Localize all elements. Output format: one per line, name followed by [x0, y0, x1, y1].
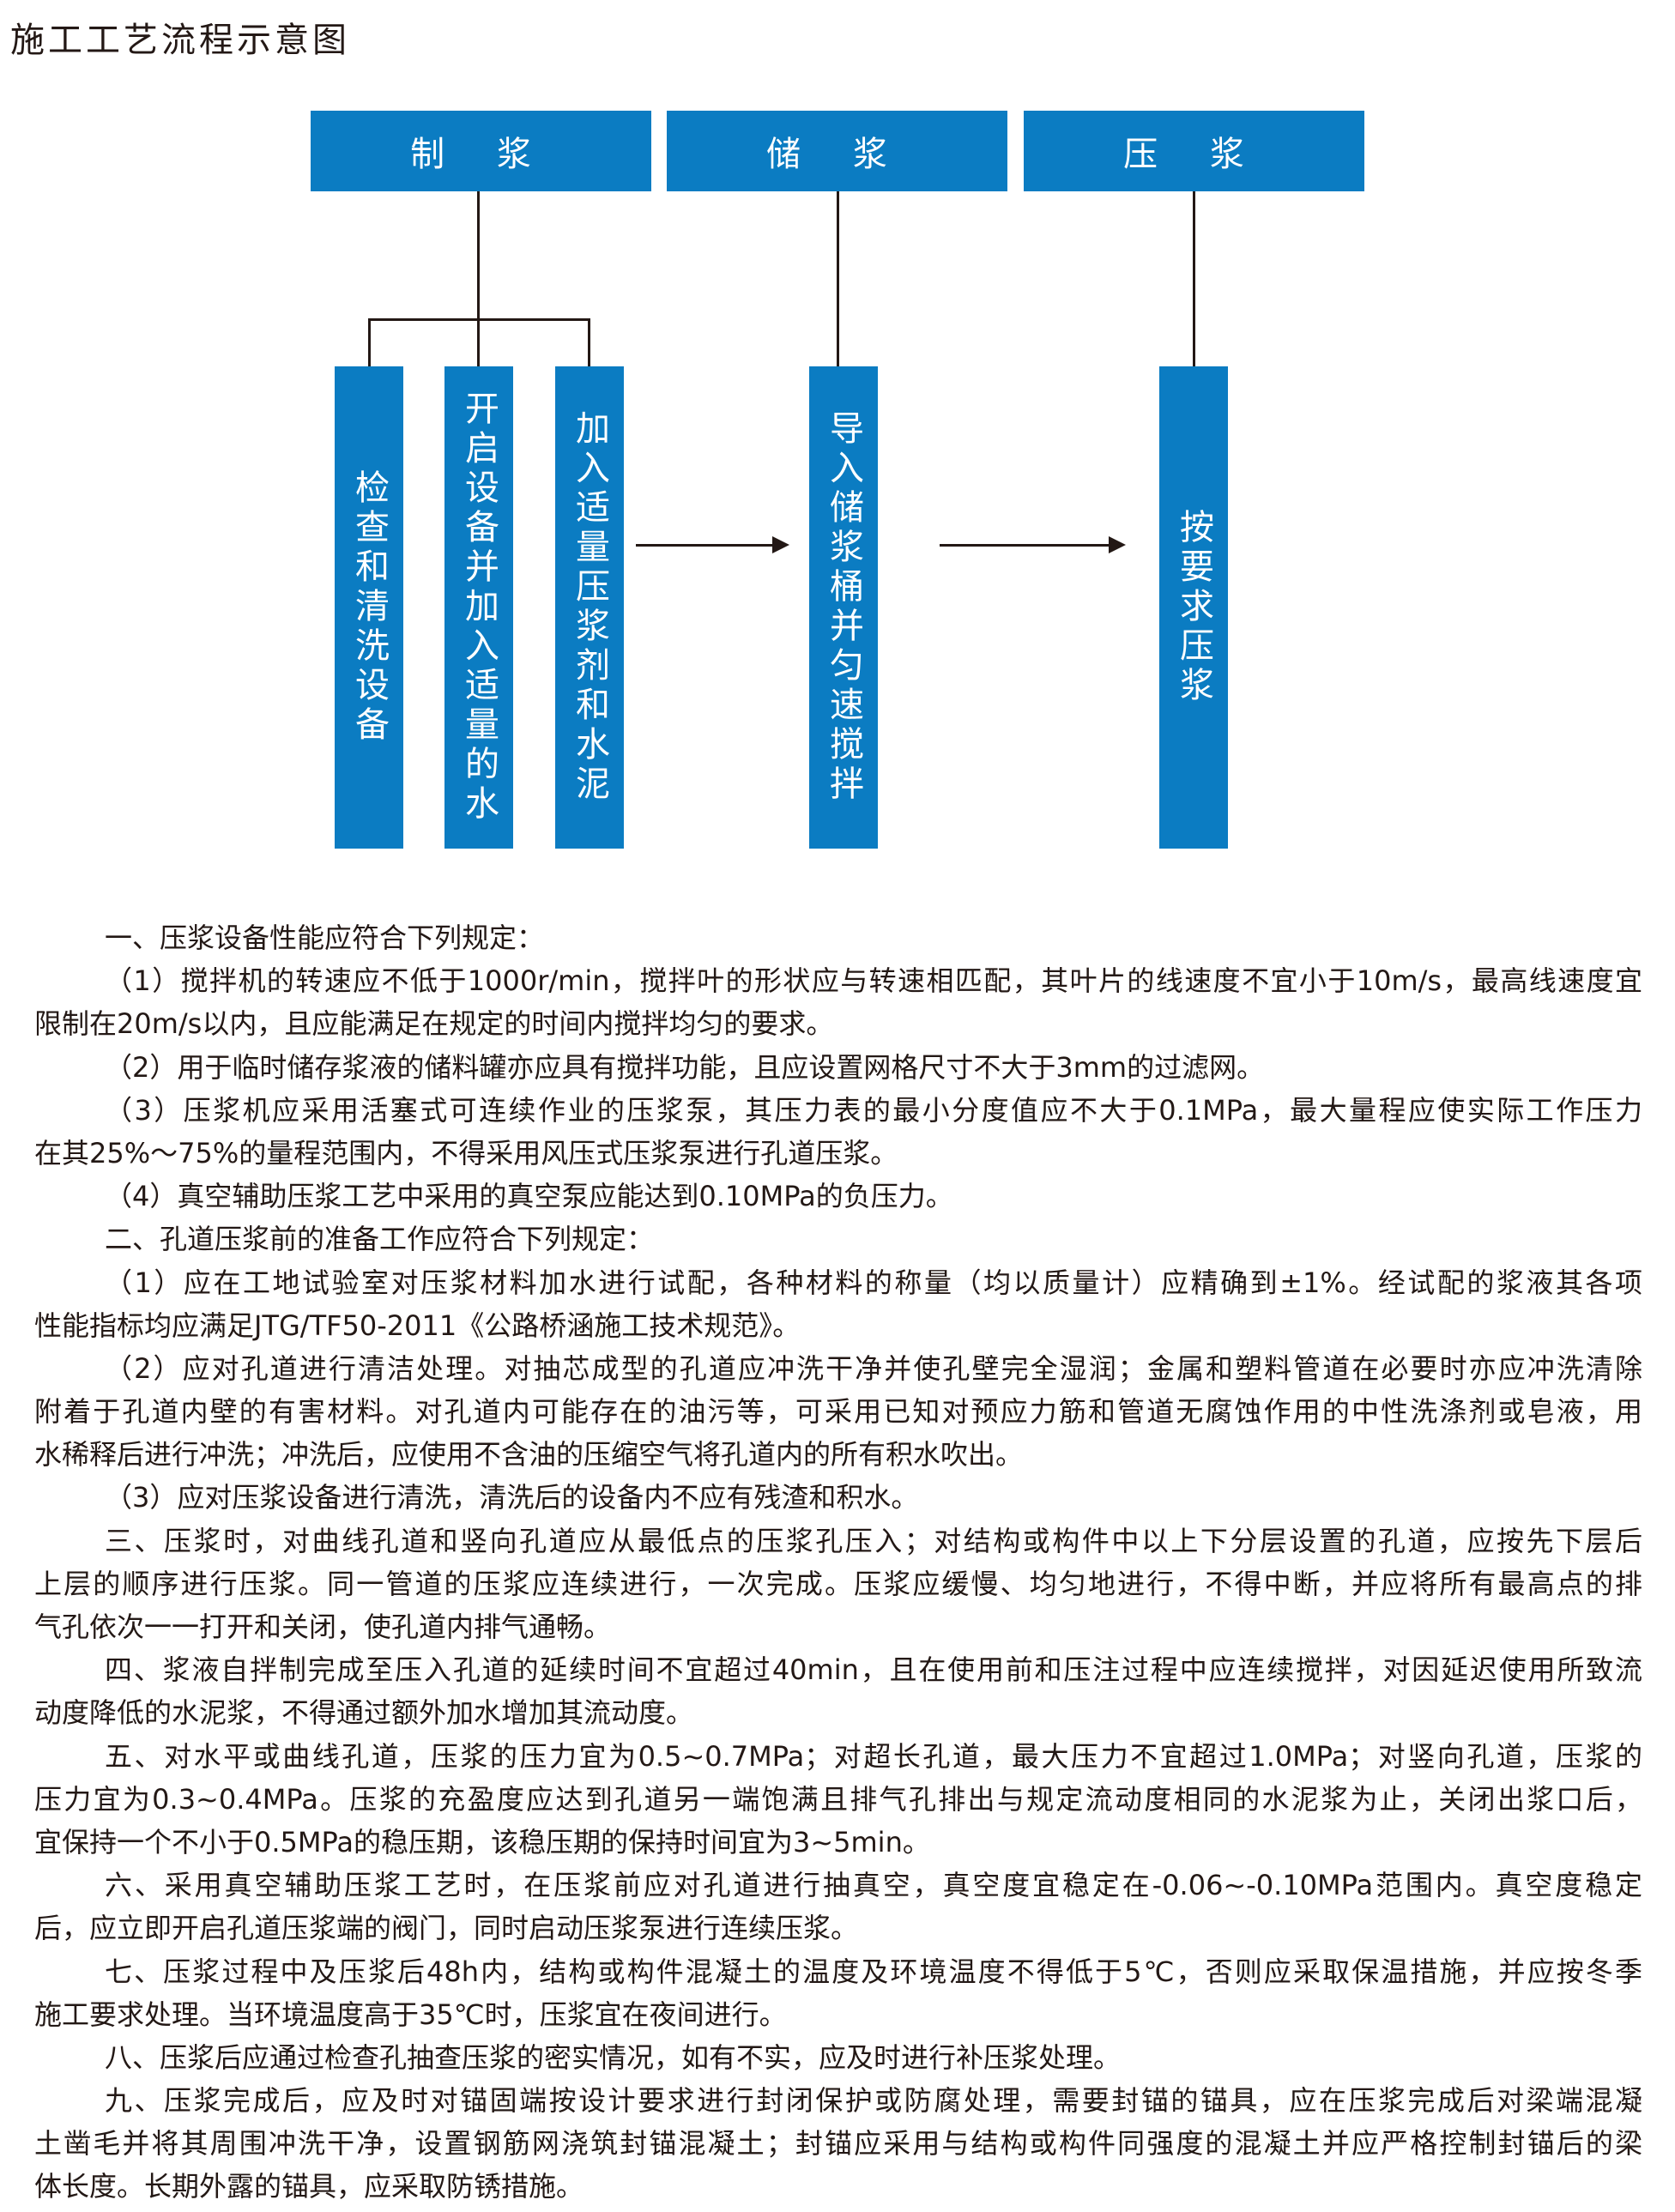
paragraph-line: 施工要求处理。当环境温度高于35℃时，压浆宜在夜间进行。	[34, 1997, 787, 2031]
paragraph-line: 压力宜为0.3~0.4MPa。压浆的充盈度应达到孔道另一端饱满且排气孔排出与规定…	[34, 1782, 1642, 1816]
paragraph-line: 八、压浆后应通过检查孔抽查压浆的密实情况，如有不实，应及时进行补压浆处理。	[105, 2040, 1122, 2074]
paragraph-line: （2）应对孔道进行清洁处理。对抽芯成型的孔道应冲洗干净并使孔壁完全湿润；金属和塑…	[105, 1351, 1642, 1385]
step-box: 加入适量压浆剂和水泥	[555, 366, 624, 849]
paragraph-line: 三、压浆时，对曲线孔道和竖向孔道应从最低点的压浆孔压入；对结构或构件中以上下分层…	[105, 1524, 1642, 1557]
page-title: 施工工艺流程示意图	[10, 21, 350, 60]
step-label: 导入储浆桶并匀速搅拌	[824, 410, 863, 805]
connector-line	[588, 318, 590, 366]
paragraph-line: 一、压浆设备性能应符合下列规定：	[105, 922, 545, 954]
paragraph-line: 五、对水平或曲线孔道，压浆的压力宜为0.5~0.7MPa；对超长孔道，最大压力不…	[105, 1739, 1642, 1773]
step-box: 按要求压浆	[1159, 366, 1228, 849]
step-box: 检查和清洗设备	[335, 366, 403, 849]
paragraph-line: 土凿毛并将其周围冲洗干净，设置钢筋网浇筑封锚混凝土；封锚应采用与结构或构件同强度…	[34, 2127, 1642, 2161]
paragraph-line: 限制在20m/s以内，且应能满足在规定的时间内搅拌均匀的要求。	[34, 1007, 834, 1041]
step-label: 检查和清洗设备	[349, 469, 389, 746]
stage-label: 储 浆	[766, 135, 908, 174]
paragraph-line: 九、压浆完成后，应及时对锚固端按设计要求进行封闭保护或防腐处理，需要封锚的锚具，…	[105, 2084, 1642, 2118]
step-box: 导入储浆桶并匀速搅拌	[809, 366, 878, 849]
paragraph-line: （1）应在工地试验室对压浆材料加水进行试配，各种材料的称量（均以质量计）应精确到…	[105, 1266, 1642, 1299]
paragraph-line: 动度降低的水泥浆，不得通过额外加水增加其流动度。	[34, 1696, 694, 1730]
paragraph-line: 宜保持一个不小于0.5MPa的稳压期，该稳压期的保持时间宜为3~5min。	[34, 1825, 930, 1858]
paragraph-line: 上层的顺序进行压浆。同一管道的压浆应连续进行，一次完成。压浆应缓慢、均匀地进行，…	[34, 1567, 1642, 1600]
step-label: 开启设备并加入适量的水	[459, 390, 499, 825]
paragraph-line: （1）搅拌机的转速应不低于1000r/min，搅拌叶的形状应与转速相匹配，其叶片…	[105, 964, 1642, 998]
paragraph-line: （3）压浆机应采用活塞式可连续作业的压浆泵，其压力表的最小分度值应不大于0.1M…	[105, 1093, 1642, 1127]
paragraph-line: （3）应对压浆设备进行清洗，清洗后的设备内不应有残渣和积水。	[105, 1481, 919, 1514]
paragraph-line: 体长度。长期外露的锚具，应采取防锈措施。	[34, 2170, 584, 2203]
paragraph-line: 性能指标均应满足JTG/TF50-2011《公路桥涵施工技术规范》。	[34, 1308, 801, 1342]
arrow-right-icon	[940, 536, 1126, 553]
connector-line	[368, 318, 371, 366]
paragraph-line: 后，应立即开启孔道压浆端的阀门，同时启动压浆泵进行连续压浆。	[34, 1912, 859, 1945]
paragraph-line: 六、采用真空辅助压浆工艺时，在压浆前应对孔道进行抽真空，真空度宜稳定在-0.06…	[105, 1869, 1642, 1902]
stage-label: 制 浆	[410, 135, 552, 174]
paragraph-line: （4）真空辅助压浆工艺中采用的真空泵应能达到0.10MPa的负压力。	[105, 1180, 953, 1213]
step-label: 加入适量压浆剂和水泥	[570, 410, 609, 805]
stage-mix-box: 制 浆	[311, 111, 651, 191]
paragraph-line: 四、浆液自拌制完成至压入孔道的延续时间不宜超过40min，且在使用前和压注过程中…	[105, 1653, 1642, 1687]
stage-grout-box: 压 浆	[1024, 111, 1364, 191]
step-box: 开启设备并加入适量的水	[444, 366, 513, 849]
paragraph-line: 水稀释后进行冲洗；冲洗后，应使用不含油的压缩空气将孔道内的所有积水吹出。	[34, 1438, 1024, 1472]
connector-line	[837, 191, 839, 366]
connector-line	[477, 191, 480, 319]
paragraph-line: 气孔依次一一打开和关闭，使孔道内排气通畅。	[34, 1611, 612, 1643]
paragraph-line: （2）用于临时储存浆液的储料罐亦应具有搅拌功能，且应设置网格尺寸不大于3mm的过…	[105, 1050, 1265, 1084]
stage-store-box: 储 浆	[667, 111, 1007, 191]
paragraph-line: 二、孔道压浆前的准备工作应符合下列规定：	[105, 1223, 655, 1256]
paragraph-line: 附着于孔道内壁的有害材料。对孔道内可能存在的油污等，可采用已知对预应力筋和管道无…	[34, 1395, 1642, 1429]
connector-line	[1193, 191, 1195, 366]
step-label: 按要求压浆	[1174, 509, 1213, 706]
paragraph-line: 七、压浆过程中及压浆后48h内，结构或构件混凝土的温度及环境温度不得低于5℃，否…	[105, 1955, 1642, 1988]
paragraph-line: 在其25%～75%的量程范围内，不得采用风压式压浆泵进行孔道压浆。	[34, 1136, 898, 1169]
specification-text: 一、压浆设备性能应符合下列规定： （1）搅拌机的转速应不低于1000r/min，搅…	[34, 916, 1642, 2209]
connector-line	[477, 318, 480, 366]
stage-label: 压 浆	[1123, 135, 1265, 174]
arrow-right-icon	[636, 536, 789, 553]
